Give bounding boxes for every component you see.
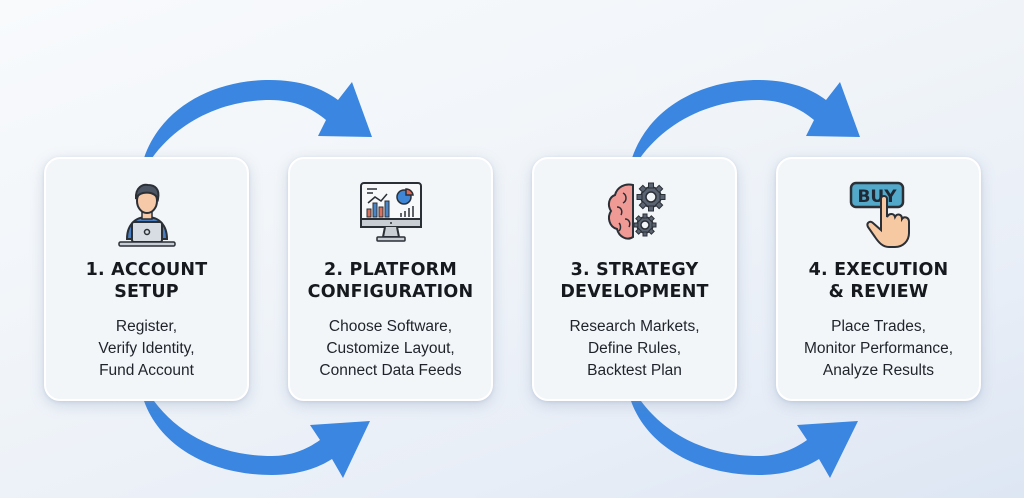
- step-title: 3. STRATEGY DEVELOPMENT: [560, 260, 709, 302]
- buy-button-tap-icon: BUY: [837, 175, 921, 251]
- step-description: Register, Verify Identity, Fund Account: [98, 318, 195, 379]
- step-description: Choose Software, Customize Layout, Conne…: [319, 318, 462, 379]
- arrow-top-1-to-2: [144, 80, 372, 158]
- step-title: 1. ACCOUNT SETUP: [85, 260, 208, 302]
- person-laptop-icon: [105, 175, 189, 251]
- step-description: Research Markets, Define Rules, Backtest…: [569, 318, 700, 379]
- step-card-platform-configuration: 2. PLATFORM CONFIGURATION Choose Softwar…: [288, 157, 493, 401]
- step-title: 4. EXECUTION & REVIEW: [808, 260, 949, 302]
- arrow-bottom-1-to-2: [144, 401, 370, 478]
- step-description: Place Trades, Monitor Performance, Analy…: [803, 318, 954, 379]
- step-title: 2. PLATFORM CONFIGURATION: [307, 260, 474, 302]
- step-card-account-setup: 1. ACCOUNT SETUP Register, Verify Identi…: [44, 157, 249, 401]
- monitor-analytics-icon: [349, 175, 433, 251]
- brain-gears-icon: [593, 175, 677, 251]
- step-card-execution-review: BUY 4. EXECUTION & REVIEW Place Trades, …: [776, 157, 981, 401]
- arrow-bottom-3-to-4: [631, 401, 858, 478]
- svg-text:BUY: BUY: [857, 187, 897, 207]
- step-card-strategy-development: 3. STRATEGY DEVELOPMENT Research Markets…: [532, 157, 737, 401]
- arrow-top-3-to-4: [632, 80, 860, 158]
